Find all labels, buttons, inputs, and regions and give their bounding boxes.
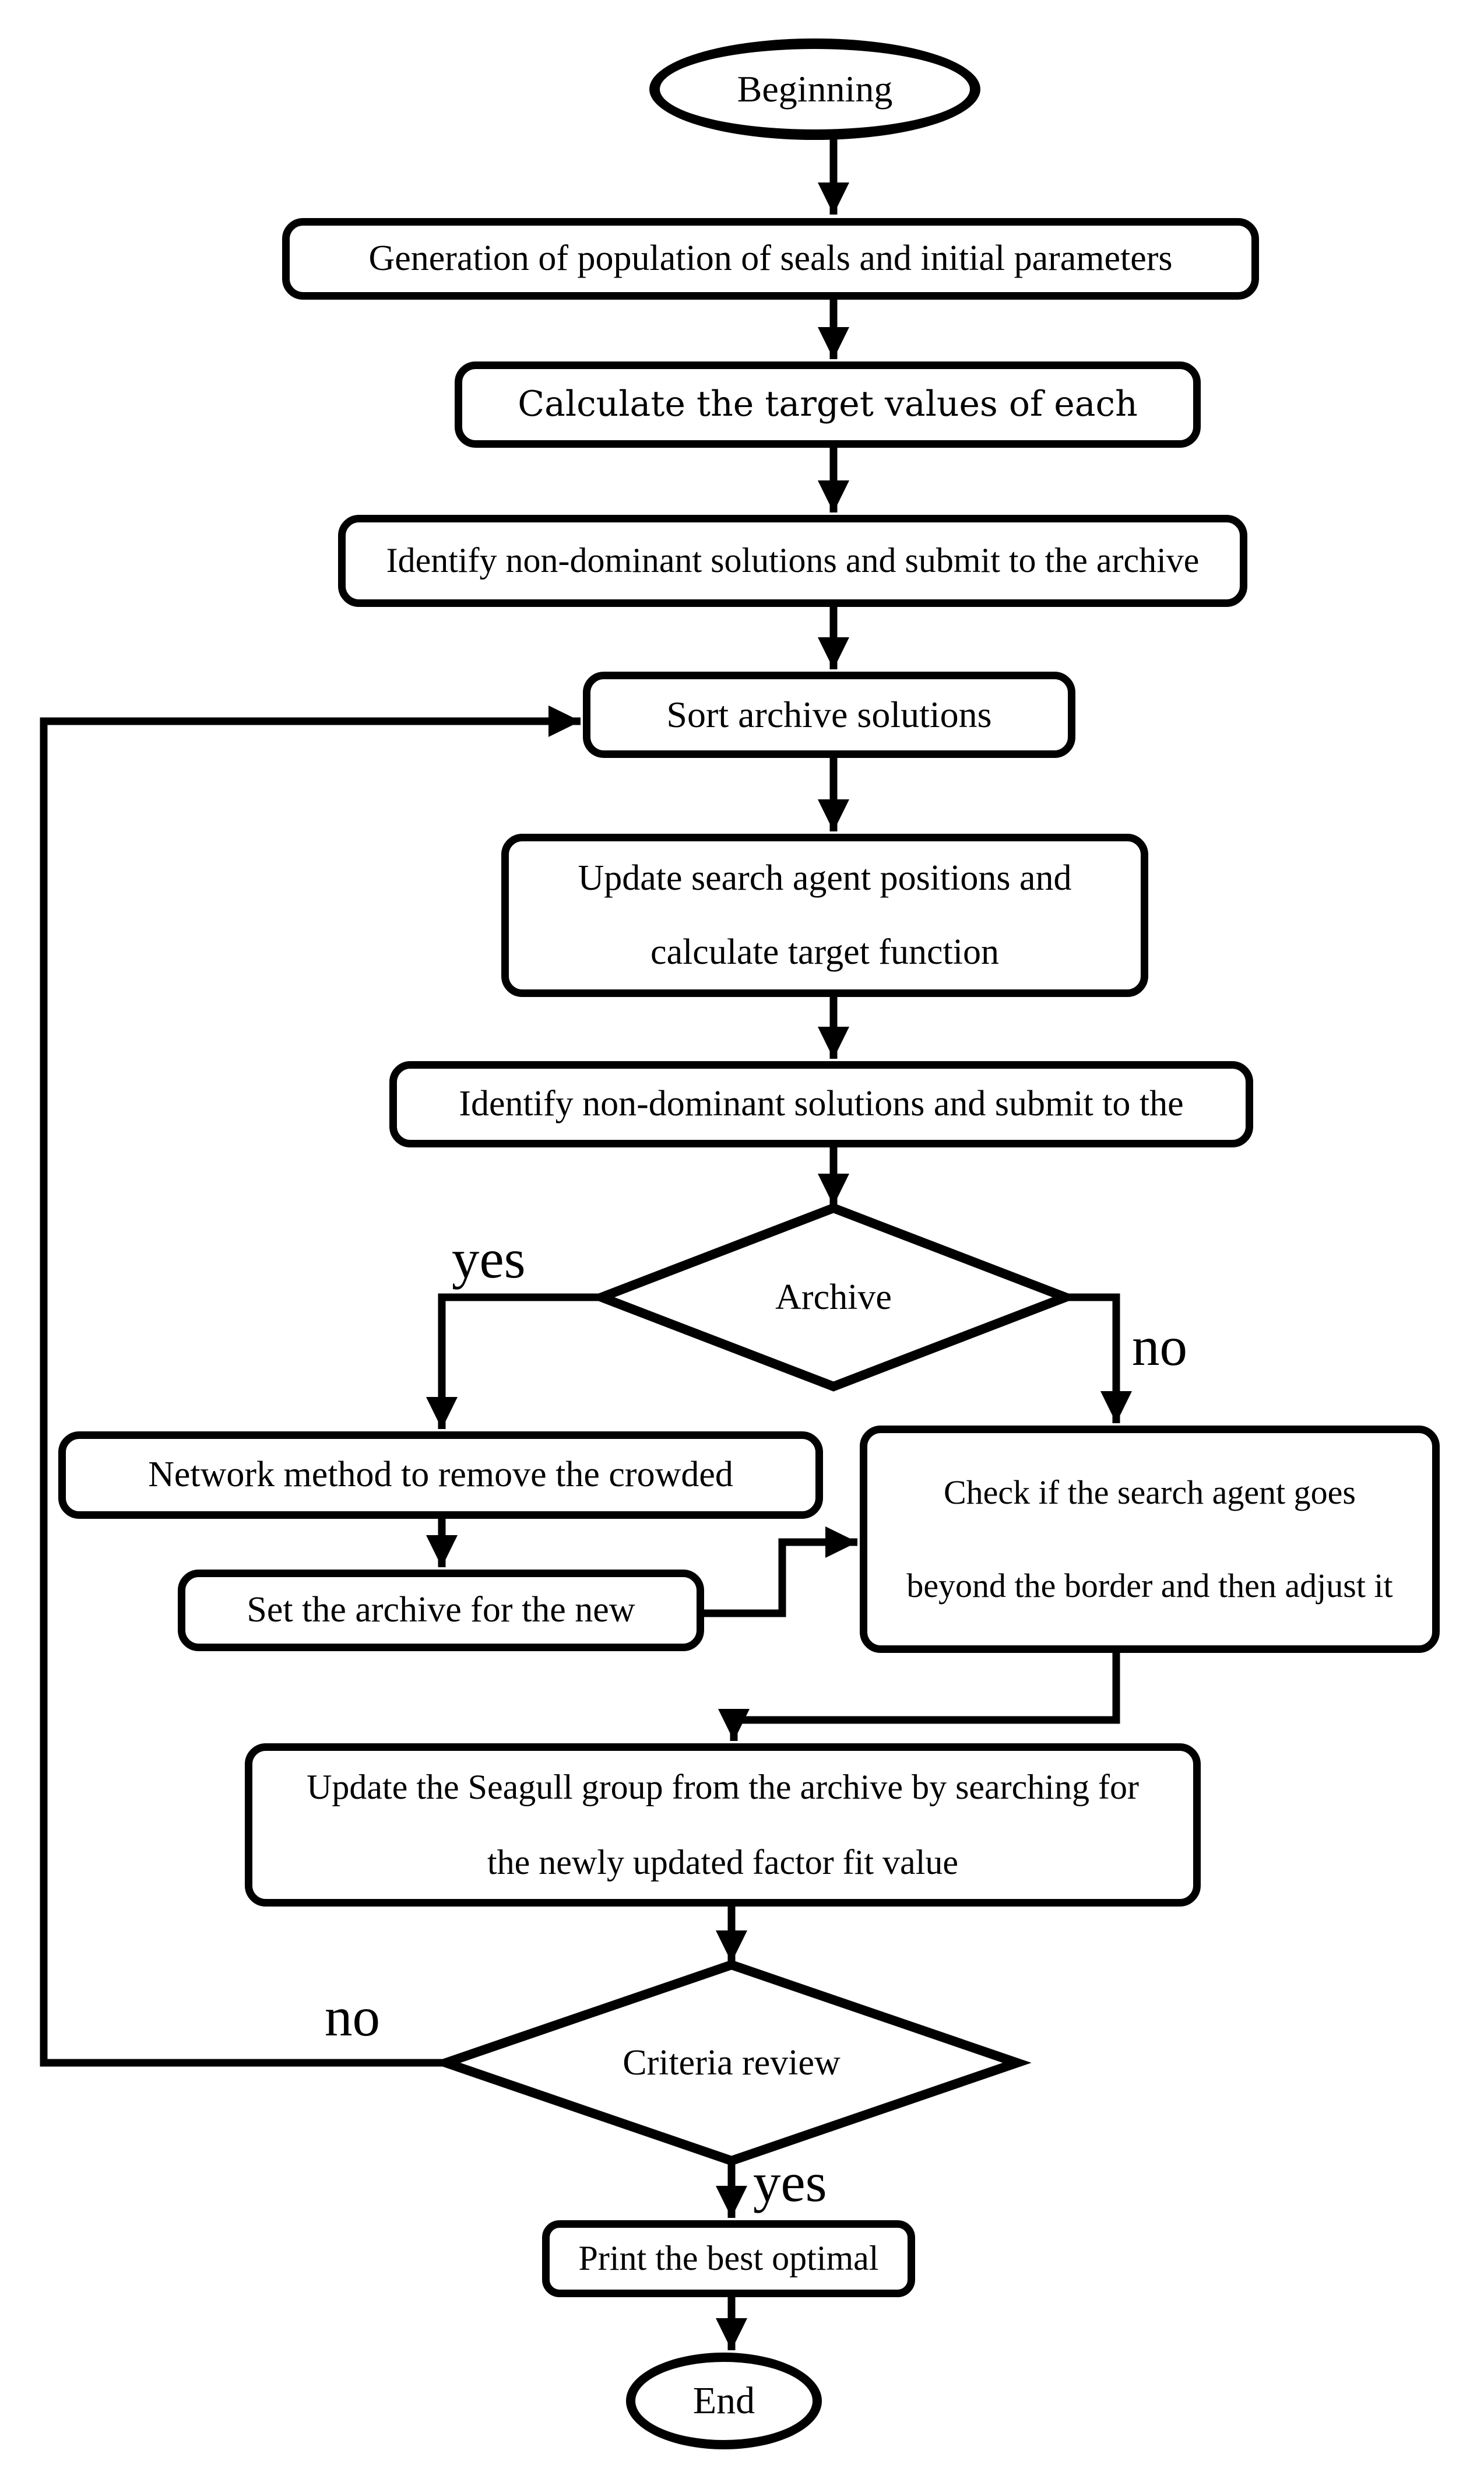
node-sort-label: Sort archive solutions — [666, 694, 992, 736]
node-set-archive-label: Set the archive for the new — [247, 1590, 635, 1630]
node-end-label: End — [692, 2379, 755, 2423]
edge-label-archive-yes: yes — [452, 1228, 526, 1290]
node-sort-archive-solutions: Sort archive solutions — [583, 672, 1075, 758]
node-network-method-remove-crowded: Network method to remove the crowded — [58, 1431, 823, 1519]
node-calculate-target-values: Calculate the target values of each — [455, 361, 1201, 448]
edge-criteria-no-loop-to-sort — [40, 705, 581, 2067]
node-beginning: Beginning — [649, 38, 980, 140]
node-end: End — [626, 2353, 822, 2449]
node-update-agents-line2: calculate target function — [650, 932, 999, 972]
archive-decision-diamond — [588, 1203, 1079, 1392]
node-identify1-label: Identify non-dominant solutions and subm… — [386, 541, 1200, 580]
node-archive-decision-label: Archive — [717, 1271, 950, 1324]
node-check-search-agent-border: Check if the search agent goes beyond th… — [860, 1426, 1440, 1653]
node-print-best-optimal: Print the best optimal — [542, 2220, 915, 2297]
node-network-label: Network method to remove the crowded — [148, 1455, 733, 1495]
edge-label-criteria-no: no — [325, 1986, 380, 2048]
archive-decision-text: Archive — [775, 1277, 892, 1317]
edge-label-archive-no: no — [1132, 1315, 1187, 1377]
node-identify-non-dominant-submit: Identify non-dominant solutions and subm… — [389, 1061, 1253, 1147]
node-generation-label: Generation of population of seals and in… — [368, 238, 1173, 279]
criteria-review-diamond — [431, 1960, 1032, 2166]
node-update-agents-line1: Update search agent positions and — [578, 858, 1072, 898]
node-update-seagull-line2: the newly updated factor fit value — [487, 1843, 958, 1881]
edge-label-criteria-yes: yes — [753, 2151, 827, 2213]
node-identify2-label: Identify non-dominant solutions and subm… — [459, 1084, 1184, 1124]
node-update-seagull-group: Update the Seagull group from the archiv… — [245, 1743, 1201, 1907]
node-criteria-review-label: Criteria review — [586, 2037, 877, 2089]
node-calculate-label: Calculate the target values of each — [518, 384, 1138, 425]
node-beginning-label: Beginning — [737, 68, 893, 110]
node-generation-of-population: Generation of population of seals and in… — [282, 218, 1259, 300]
node-check-border-line2: beyond the border and then adjust it — [906, 1566, 1393, 1605]
node-identify-non-dominant-archive: Identify non-dominant solutions and subm… — [338, 515, 1247, 607]
node-print-label: Print the best optimal — [578, 2239, 879, 2278]
criteria-review-text: Criteria review — [623, 2042, 841, 2083]
edge-check-border-to-update-seagull — [718, 1652, 1120, 1741]
node-set-archive-for-new: Set the archive for the new — [178, 1570, 704, 1651]
node-update-search-agent-positions: Update search agent positions and calcul… — [501, 834, 1148, 997]
node-check-border-line1: Check if the search agent goes — [944, 1473, 1356, 1511]
edge-set-archive-to-check-border — [703, 1526, 857, 1617]
edge-archive-yes-to-network — [426, 1293, 602, 1429]
edge-archive-no-to-check-border — [1065, 1293, 1132, 1423]
node-update-seagull-line1: Update the Seagull group from the archiv… — [307, 1767, 1139, 1806]
